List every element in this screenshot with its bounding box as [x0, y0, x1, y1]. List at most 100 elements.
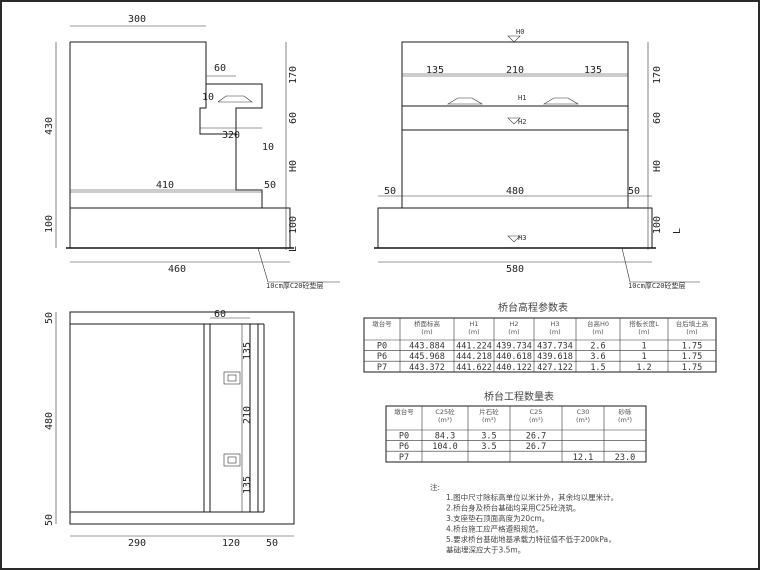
front-dim-bottom: 580 [506, 264, 524, 275]
table1-cell: 443.372 [409, 363, 445, 373]
table2-header: C30 [577, 408, 590, 416]
plan-dim-left50b: 50 [44, 514, 55, 526]
table2-header: (m³) [482, 416, 496, 424]
front-dim-r100: 100 [652, 216, 663, 234]
plan-dim-b290: 290 [128, 538, 146, 549]
plan-bearing-bottom [223, 453, 241, 467]
table2-cell: 26.7 [526, 432, 546, 442]
table1-cell: 441.622 [456, 363, 492, 373]
table1-cell: 1.2 [636, 363, 651, 373]
side-dim-r170: 170 [288, 66, 299, 84]
table2-cell: 12.1 [573, 453, 593, 463]
table1-header: 台后填土高 [676, 319, 709, 328]
plan-dim-top60: 60 [214, 309, 226, 320]
table1-cell: P7 [377, 363, 387, 373]
plan-dim-r135b: 135 [242, 476, 253, 494]
front-dim-w480: 480 [506, 186, 524, 197]
side-dim-inner: 320 [222, 130, 240, 141]
table1-cell: 443.884 [409, 342, 445, 352]
note-item: 1.图中尺寸除标高单位以米计外，其余均以厘米计。 [446, 492, 618, 502]
front-view: H0 H1 H2 H3 135 210 135 50 480 50 580 17… [374, 28, 700, 290]
side-dim-ten-a: 10 [202, 92, 214, 103]
table2-cell: P7 [399, 453, 409, 463]
note-item: 5.要求桥台基础地基承载力特征值不低于200kPa， [446, 534, 616, 544]
note-item: 3.支座垫石顶面高度为20cm。 [446, 513, 549, 523]
side-dim-r100: 100 [288, 216, 299, 234]
front-bearing-left [446, 97, 484, 105]
table1-cell: 439.618 [537, 352, 573, 362]
note-item: 2.桥台身及桥台基础均采用C25砼浇筑。 [446, 503, 580, 513]
table1-cell: 445.968 [409, 352, 445, 362]
side-dim-height: 430 [44, 117, 55, 135]
table1-header: 台高H0 [587, 319, 609, 328]
front-dim-l135: 135 [426, 65, 444, 76]
table1-cell: 444.218 [456, 352, 492, 362]
table1-header: (m) [549, 328, 560, 336]
table1-cell: 1.75 [682, 342, 702, 352]
table2-header: 片石砼 [479, 407, 499, 416]
table2-header: 墩台号 [394, 407, 414, 416]
plan-footing [69, 311, 295, 525]
side-dim-fifty: 50 [264, 180, 276, 191]
side-footing [69, 207, 291, 249]
side-abutment-outline [69, 41, 263, 209]
side-dim-rl: L [288, 246, 299, 252]
table2-title: 桥台工程数量表 [484, 390, 554, 403]
table2-header: 砂砾 [619, 407, 633, 416]
table2-cell: P6 [399, 442, 409, 452]
table1-cell: P6 [377, 352, 387, 362]
notes: 注: 1.图中尺寸除标高单位以米计外，其余均以厘米计。2.桥台身及桥台基础均采用… [430, 482, 618, 555]
table2-header: (m³) [576, 416, 590, 424]
front-level-h2: H2 [518, 118, 526, 126]
table2-cell: 3.5 [481, 432, 496, 442]
plan-dim-left480: 480 [44, 412, 55, 430]
side-dim-bottom: 460 [168, 264, 186, 275]
side-dim-top: 300 [128, 14, 146, 25]
note-item: 4.桥台施工应严格遵照规范。 [446, 524, 543, 534]
plan-dim-b50: 50 [266, 538, 278, 549]
table1-cell: 1.75 [682, 363, 702, 373]
side-dim-foot: 100 [44, 215, 55, 233]
front-dim-mid210: 210 [506, 65, 524, 76]
front-dim-r170: 170 [652, 66, 663, 84]
front-dim-l50: 50 [384, 186, 396, 197]
front-dim-r135: 135 [584, 65, 602, 76]
table1-header: (m) [508, 328, 519, 336]
plan-dim-left50a: 50 [44, 312, 55, 324]
table1-cell: 2.6 [590, 342, 605, 352]
front-level-h1: H1 [518, 94, 526, 102]
front-dim-r60: 60 [652, 112, 663, 124]
plan-bearing-top [223, 371, 241, 385]
front-cushion-note: 10cm厚C20砼垫层 [628, 281, 686, 290]
table1-cell: 441.224 [456, 342, 492, 352]
table1-title: 桥台高程参数表 [498, 301, 568, 314]
bearing-pad [217, 95, 253, 103]
side-dim-ledge: 60 [214, 63, 226, 74]
table2-cell: 26.7 [526, 442, 546, 452]
table1-cell: 439.734 [496, 342, 532, 352]
table2-header: C25砼 [435, 407, 455, 416]
table1-header: (m) [592, 328, 603, 336]
front-dim-r50: 50 [628, 186, 640, 197]
side-dim-base: 410 [156, 180, 174, 191]
table2-cell: P0 [399, 432, 409, 442]
table1-header: (m) [686, 328, 697, 336]
table1-cell: 440.122 [496, 363, 532, 373]
note-item: 基础埋深应大于3.5m。 [446, 545, 525, 555]
table2-header: (m³) [438, 416, 452, 424]
front-bearing-right [542, 97, 580, 105]
plan-dim-r135a: 135 [242, 342, 253, 360]
front-level-h3: H3 [518, 234, 526, 242]
plan-view: 60 50 480 50 135 210 135 290 120 50 [44, 309, 295, 549]
table1-cell: 1 [641, 342, 646, 352]
notes-title: 注: [430, 482, 440, 492]
table1-header: (m) [468, 328, 479, 336]
table1-header: 桥面标高 [414, 319, 441, 328]
front-footing [377, 207, 653, 249]
table-elevation: 桥台高程参数表 墩台号桥面标高(m)H1(m)H2(m)H3(m)台高H0(m)… [363, 301, 717, 373]
table1-cell: P0 [377, 342, 387, 352]
table1-header: 墩台号 [372, 319, 392, 328]
side-cushion-note: 10cm厚C20砼垫层 [266, 281, 324, 290]
